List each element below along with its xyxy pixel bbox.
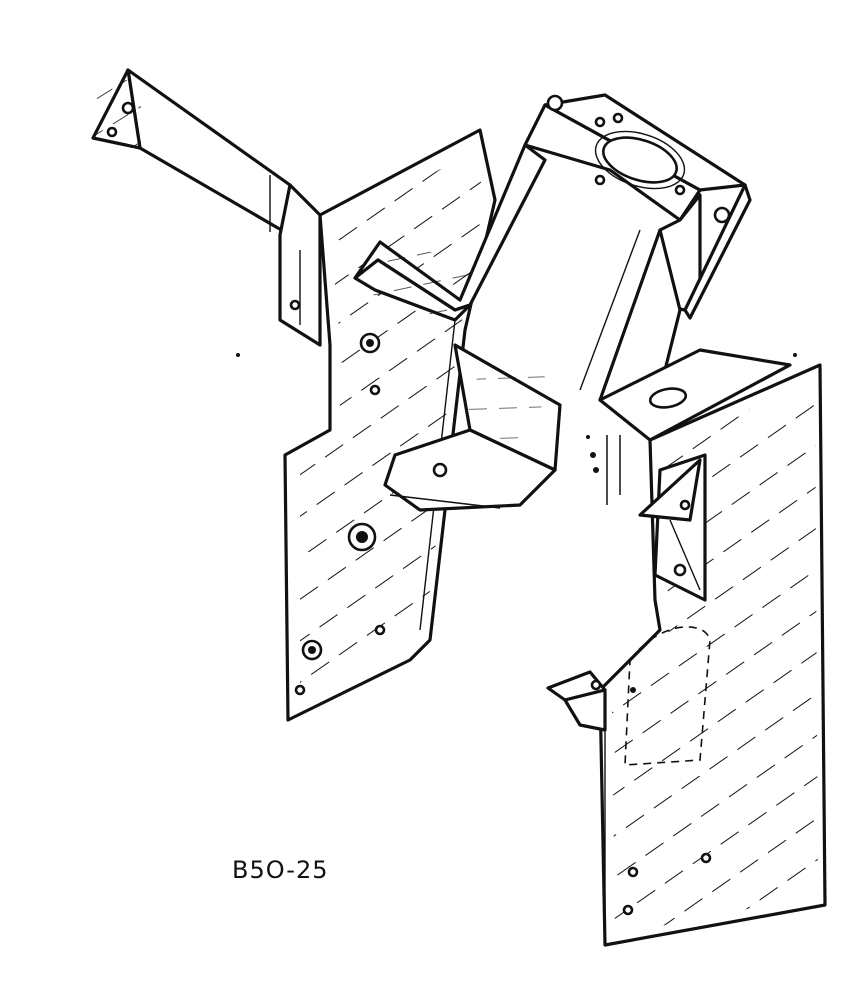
zigzag-channel [353,143,547,326]
nut-hardware [301,332,381,661]
center-l-bracket [383,343,562,512]
figure-label: B5O-25 [232,856,329,884]
right-gusset [638,453,707,602]
fastener-holes [236,353,797,916]
lower-tab [546,670,607,732]
upper-left-arm [91,68,322,347]
hidden-outline [624,626,711,766]
lower-mount-plate [598,348,792,442]
slot-strips [606,435,621,505]
